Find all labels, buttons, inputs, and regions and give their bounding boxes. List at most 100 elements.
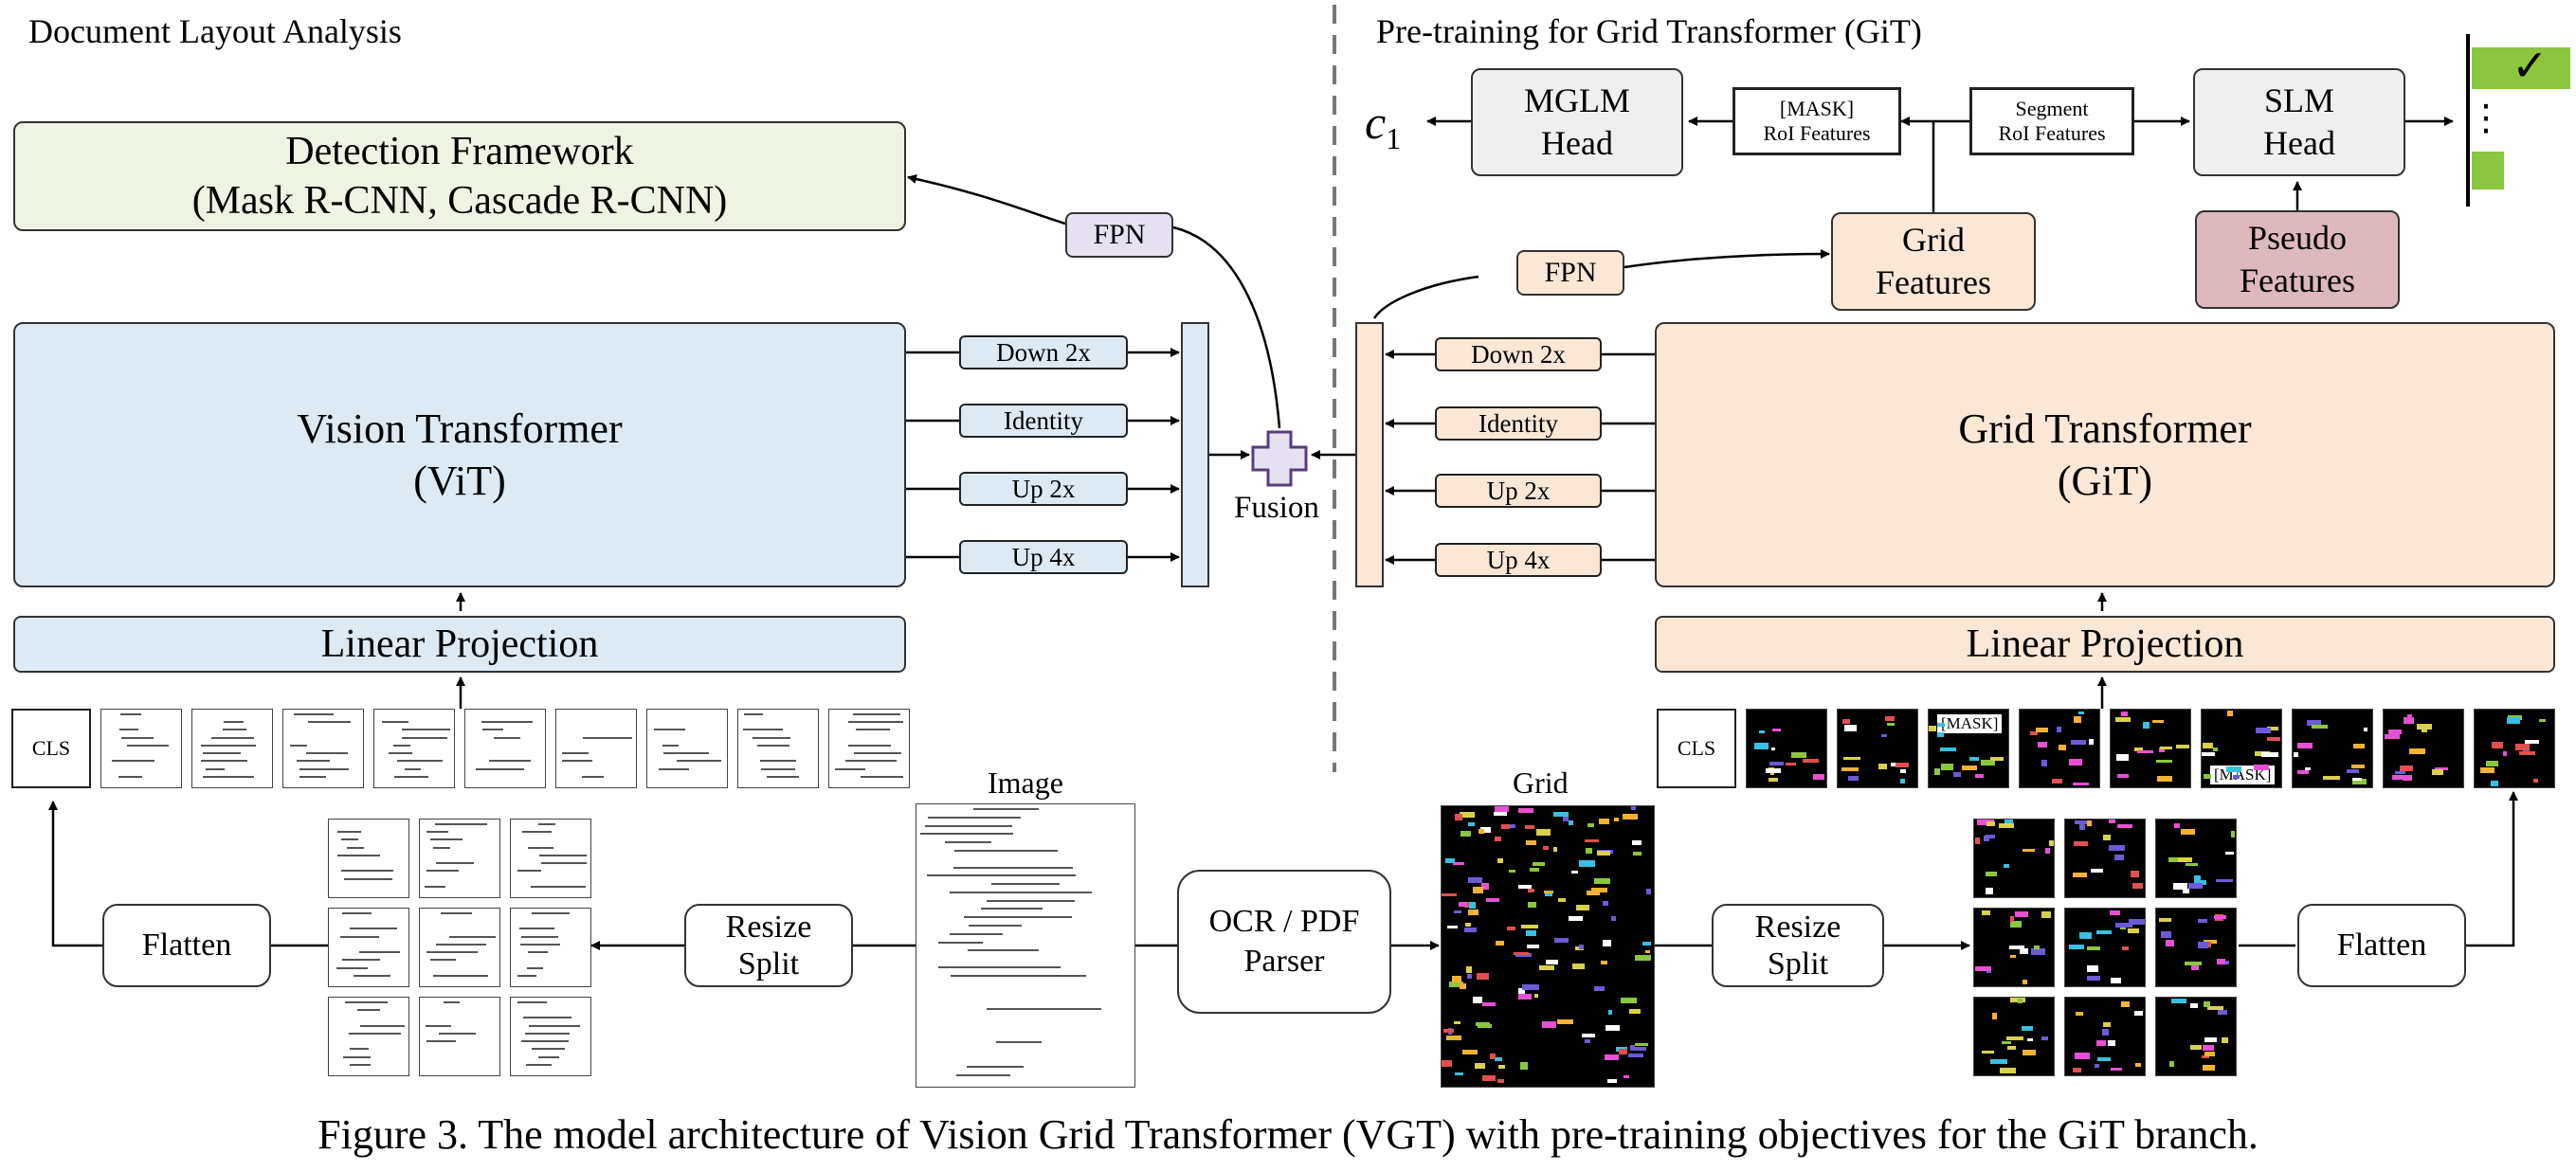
resize-left-line2: Split <box>737 946 800 982</box>
segment-roi-features-box: Segment RoI Features <box>1969 87 2134 155</box>
grid-cell-mark <box>1900 779 1906 784</box>
grid-cell-mark <box>2022 979 2028 984</box>
grid-cell-mark <box>2110 1068 2123 1072</box>
grid-cell-mark <box>2181 829 2195 835</box>
grid-cell-mark <box>1619 1049 1627 1055</box>
grid-cell-mark <box>2169 1060 2175 1068</box>
grid-cell-mark <box>2189 1002 2199 1009</box>
grid-cell-mark <box>1489 1053 1497 1059</box>
grid-cell-mark <box>2096 1056 2111 1062</box>
grid-cell-mark <box>2108 820 2116 823</box>
grid-patch-token <box>2019 709 2100 788</box>
mglm-head-box: MGLM Head <box>1471 68 1683 176</box>
grid-cell-mark <box>1468 877 1482 883</box>
output-bar-top <box>2472 47 2570 89</box>
grid-cell-mark <box>2037 742 2047 748</box>
mask-token-label: [MASK] <box>1936 713 2004 734</box>
checkmark-icon: ✓ <box>2512 40 2549 91</box>
grid-cell-mark <box>1591 887 1607 892</box>
grid-cell-mark <box>1453 861 1465 866</box>
grid-cell-mark <box>1480 826 1492 833</box>
grid-cell-mark <box>1453 1021 1461 1025</box>
vit-box: Vision Transformer (ViT) <box>13 322 906 587</box>
grid-cell-mark <box>2385 734 2401 739</box>
text-line-mark <box>539 854 587 856</box>
grid-cell-mark <box>1587 891 1601 896</box>
grid-cell-mark <box>2086 820 2092 827</box>
grid-cell-mark <box>1536 828 1551 836</box>
grid-cell-mark <box>1517 808 1533 813</box>
mglm-line1: MGLM <box>1523 81 1630 119</box>
grid-cell-mark <box>1980 759 1995 766</box>
fusion-label: Fusion <box>1234 491 1319 525</box>
grid-cell-mark <box>1543 890 1554 893</box>
text-line-mark <box>342 1055 372 1058</box>
grid-cell-mark <box>1453 910 1461 913</box>
grid-cell-mark <box>1506 926 1516 931</box>
text-line-mark <box>861 775 903 778</box>
image-label: Image <box>988 766 1063 800</box>
mask-roi-line1: [MASK] <box>1779 96 1855 120</box>
text-line-mark <box>432 846 450 849</box>
grid-cell-mark <box>2170 999 2186 1004</box>
text-line-mark <box>531 885 586 888</box>
grid-cell-mark <box>2293 752 2299 757</box>
grid-cell-mark <box>1986 872 1998 877</box>
text-line-mark <box>425 1024 452 1027</box>
text-line-mark <box>337 854 380 856</box>
text-line-mark <box>343 877 393 880</box>
grid-cell-mark <box>2010 954 2016 958</box>
document-image <box>916 803 1135 1088</box>
grid-cell-mark <box>2260 751 2278 757</box>
grid-cell-mark <box>1614 818 1619 822</box>
text-line-mark <box>834 767 865 770</box>
text-line-mark <box>440 912 472 914</box>
grid-cell-mark <box>1937 731 1945 738</box>
grid-cell-mark <box>2491 742 2503 748</box>
text-line-mark <box>967 1066 1024 1069</box>
doc-patch-token <box>828 709 910 788</box>
grid-patch-token-masked: [MASK] <box>1928 709 2009 788</box>
text-line-mark <box>753 736 790 739</box>
grid-cell-mark <box>2182 889 2190 893</box>
grid-cell-mark <box>1557 897 1567 903</box>
grid-cell-mark <box>2045 848 2050 855</box>
grid-cell-mark <box>1517 884 1533 890</box>
text-line-mark <box>405 767 422 770</box>
text-line-mark <box>848 721 904 724</box>
fpn-right-box: FPN <box>1516 250 1624 296</box>
grid-cell-mark <box>2087 964 2098 972</box>
grid-cell-mark <box>2479 766 2494 774</box>
doc-patch-token <box>737 709 819 788</box>
grid-cell-mark <box>1495 806 1510 813</box>
text-line-mark <box>521 1040 569 1043</box>
grid-cell-mark <box>1539 965 1554 970</box>
text-line-mark <box>356 1009 380 1012</box>
grid-cell-mark <box>2266 727 2279 731</box>
grid-cell-mark <box>1607 1010 1613 1016</box>
text-line-mark <box>306 752 348 755</box>
grid-cell-mark <box>2190 1044 2202 1050</box>
text-line-mark <box>956 1074 1010 1077</box>
grid-cell-mark <box>2506 716 2520 724</box>
grid-cell-mark <box>1607 1078 1618 1084</box>
grid-cell-mark <box>1544 892 1552 896</box>
grid-cell-mark <box>2193 880 2207 885</box>
mask-roi-line2: RoI Features <box>1763 121 1871 145</box>
grid-cell-mark <box>1587 823 1595 828</box>
grid-cell-mark <box>1495 836 1501 842</box>
grid-cell-mark <box>2117 823 2133 829</box>
grid-cell-mark <box>2155 759 2172 764</box>
grid-cell-mark <box>1442 1059 1453 1067</box>
grid-cell-mark <box>1578 859 1595 867</box>
text-line-mark <box>742 729 783 731</box>
text-line-mark <box>353 974 390 977</box>
grid-cell-mark <box>1520 924 1538 928</box>
grid-patch-token <box>1746 709 1827 788</box>
grid-cell-mark <box>2232 774 2240 779</box>
grid-cell-mark <box>1841 767 1859 772</box>
text-line-mark <box>223 729 246 731</box>
text-line-mark <box>393 744 411 747</box>
text-line-mark <box>121 736 154 739</box>
linear-projection-left: Linear Projection <box>13 616 906 673</box>
